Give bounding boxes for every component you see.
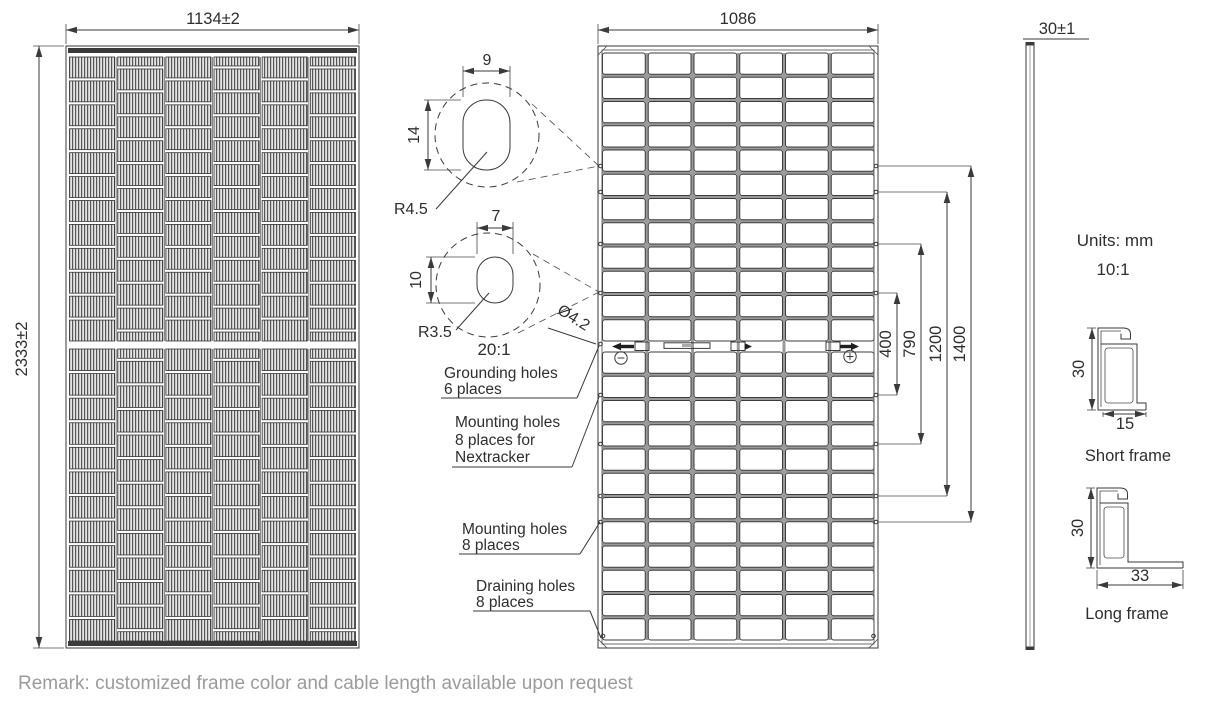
long-frame-label: Long frame bbox=[1085, 605, 1168, 623]
draining-holes-label: Draining holes bbox=[476, 578, 575, 595]
junction-box-assembly bbox=[612, 341, 859, 365]
mounting-hole-marks bbox=[598, 163, 879, 639]
callout-labels: Grounding holes 6 places Mounting holes … bbox=[441, 345, 602, 639]
detail-view-mounting-hole: 9 14 R4.5 bbox=[394, 52, 600, 218]
dim-790: 790 bbox=[901, 330, 919, 358]
slot-radius-dim: R4.5 bbox=[394, 201, 428, 218]
front-height-dim: 2333±2 bbox=[13, 322, 31, 377]
remark-note: Remark: customized frame color and cable… bbox=[18, 673, 633, 694]
back-panel-cells bbox=[602, 52, 875, 641]
detail-view-nextracker-hole: 7 10 R3.5 20:1 bbox=[408, 208, 600, 359]
long-frame-outline bbox=[1096, 487, 1183, 569]
long-frame-section: 30 33 Long frame bbox=[1069, 487, 1184, 623]
slot-outline bbox=[476, 256, 514, 304]
front-frame-top-bar bbox=[68, 48, 357, 53]
grounding-holes-label: Grounding holes bbox=[444, 365, 558, 382]
draining-holes-places: 8 places bbox=[476, 594, 534, 611]
drawing-info: Units: mm 10:1 bbox=[1077, 231, 1154, 279]
dim-1400: 1400 bbox=[951, 326, 969, 363]
negative-cable bbox=[621, 344, 634, 349]
units-note: Units: mm bbox=[1077, 231, 1154, 250]
side-view: 30±1 bbox=[1023, 20, 1089, 650]
nextracker-holes-places: 8 places for bbox=[455, 432, 535, 449]
short-frame-label: Short frame bbox=[1085, 447, 1171, 465]
front-width-dim: 1134±2 bbox=[186, 10, 240, 28]
side-view-top-cap bbox=[1026, 42, 1034, 46]
front-panel-cells bbox=[69, 56, 356, 642]
short-frame-section: 30 15 Short frame bbox=[1070, 327, 1171, 465]
slot-width-dim: 9 bbox=[483, 52, 492, 69]
middle-arrow bbox=[745, 343, 752, 350]
short-frame-width-dim: 15 bbox=[1116, 415, 1134, 433]
slot-width-dim: 7 bbox=[492, 208, 501, 225]
detail-balloon-circle bbox=[434, 82, 540, 188]
side-view-bottom-cap bbox=[1026, 646, 1034, 650]
detail-scale: 20:1 bbox=[477, 340, 510, 359]
dim-400: 400 bbox=[877, 330, 895, 358]
back-view: 1086 400 bbox=[597, 10, 975, 649]
short-frame-height-dim: 30 bbox=[1070, 360, 1088, 378]
slot-outline bbox=[462, 99, 511, 171]
side-thickness-dim: 30±1 bbox=[1039, 20, 1076, 38]
long-frame-hollow bbox=[1103, 506, 1125, 559]
front-panel-frame bbox=[65, 45, 360, 649]
scale-note: 10:1 bbox=[1096, 260, 1129, 279]
mounting-holes-places: 8 places bbox=[462, 537, 520, 554]
grounding-holes-places: 6 places bbox=[444, 381, 502, 398]
rail-mark bbox=[682, 344, 692, 347]
back-panel-seams bbox=[602, 53, 874, 640]
positive-cable bbox=[840, 344, 851, 349]
nextracker-holes-name: Nextracker bbox=[455, 449, 530, 466]
slot-radius-dim: R3.5 bbox=[418, 324, 452, 341]
short-frame-hollow bbox=[1104, 347, 1134, 404]
hole-spacing-dims: 400 790 1200 1400 bbox=[877, 165, 975, 523]
hole-diameter-callout: Ø4.2 bbox=[547, 302, 597, 345]
slot-height-dim: 14 bbox=[406, 126, 423, 144]
front-frame-bottom-bar bbox=[68, 641, 357, 646]
nextracker-holes-label: Mounting holes bbox=[455, 414, 560, 431]
back-panel-frame bbox=[597, 45, 879, 649]
detail-balloon-circle bbox=[435, 232, 541, 338]
hole-diameter-dim: Ø4.2 bbox=[554, 302, 593, 335]
slot-height-dim: 10 bbox=[408, 271, 425, 289]
back-width-dim: 1086 bbox=[720, 10, 757, 28]
long-frame-width-dim: 33 bbox=[1131, 567, 1149, 585]
mounting-holes-label: Mounting holes bbox=[462, 521, 567, 538]
dim-1200: 1200 bbox=[927, 326, 945, 363]
junction-box-center-rail bbox=[663, 342, 711, 349]
minus-symbol bbox=[614, 351, 628, 365]
long-frame-height-dim: 30 bbox=[1069, 519, 1087, 537]
negative-cable-arrow bbox=[612, 342, 621, 351]
plus-symbol bbox=[843, 349, 857, 364]
front-view: 1134±2 2333±2 bbox=[13, 10, 360, 649]
short-frame-outline bbox=[1097, 327, 1146, 411]
junction-box-right bbox=[825, 341, 841, 351]
positive-cable-arrow bbox=[851, 342, 859, 351]
junction-box-left bbox=[634, 341, 650, 351]
back-panel-frame-inner bbox=[601, 49, 875, 645]
